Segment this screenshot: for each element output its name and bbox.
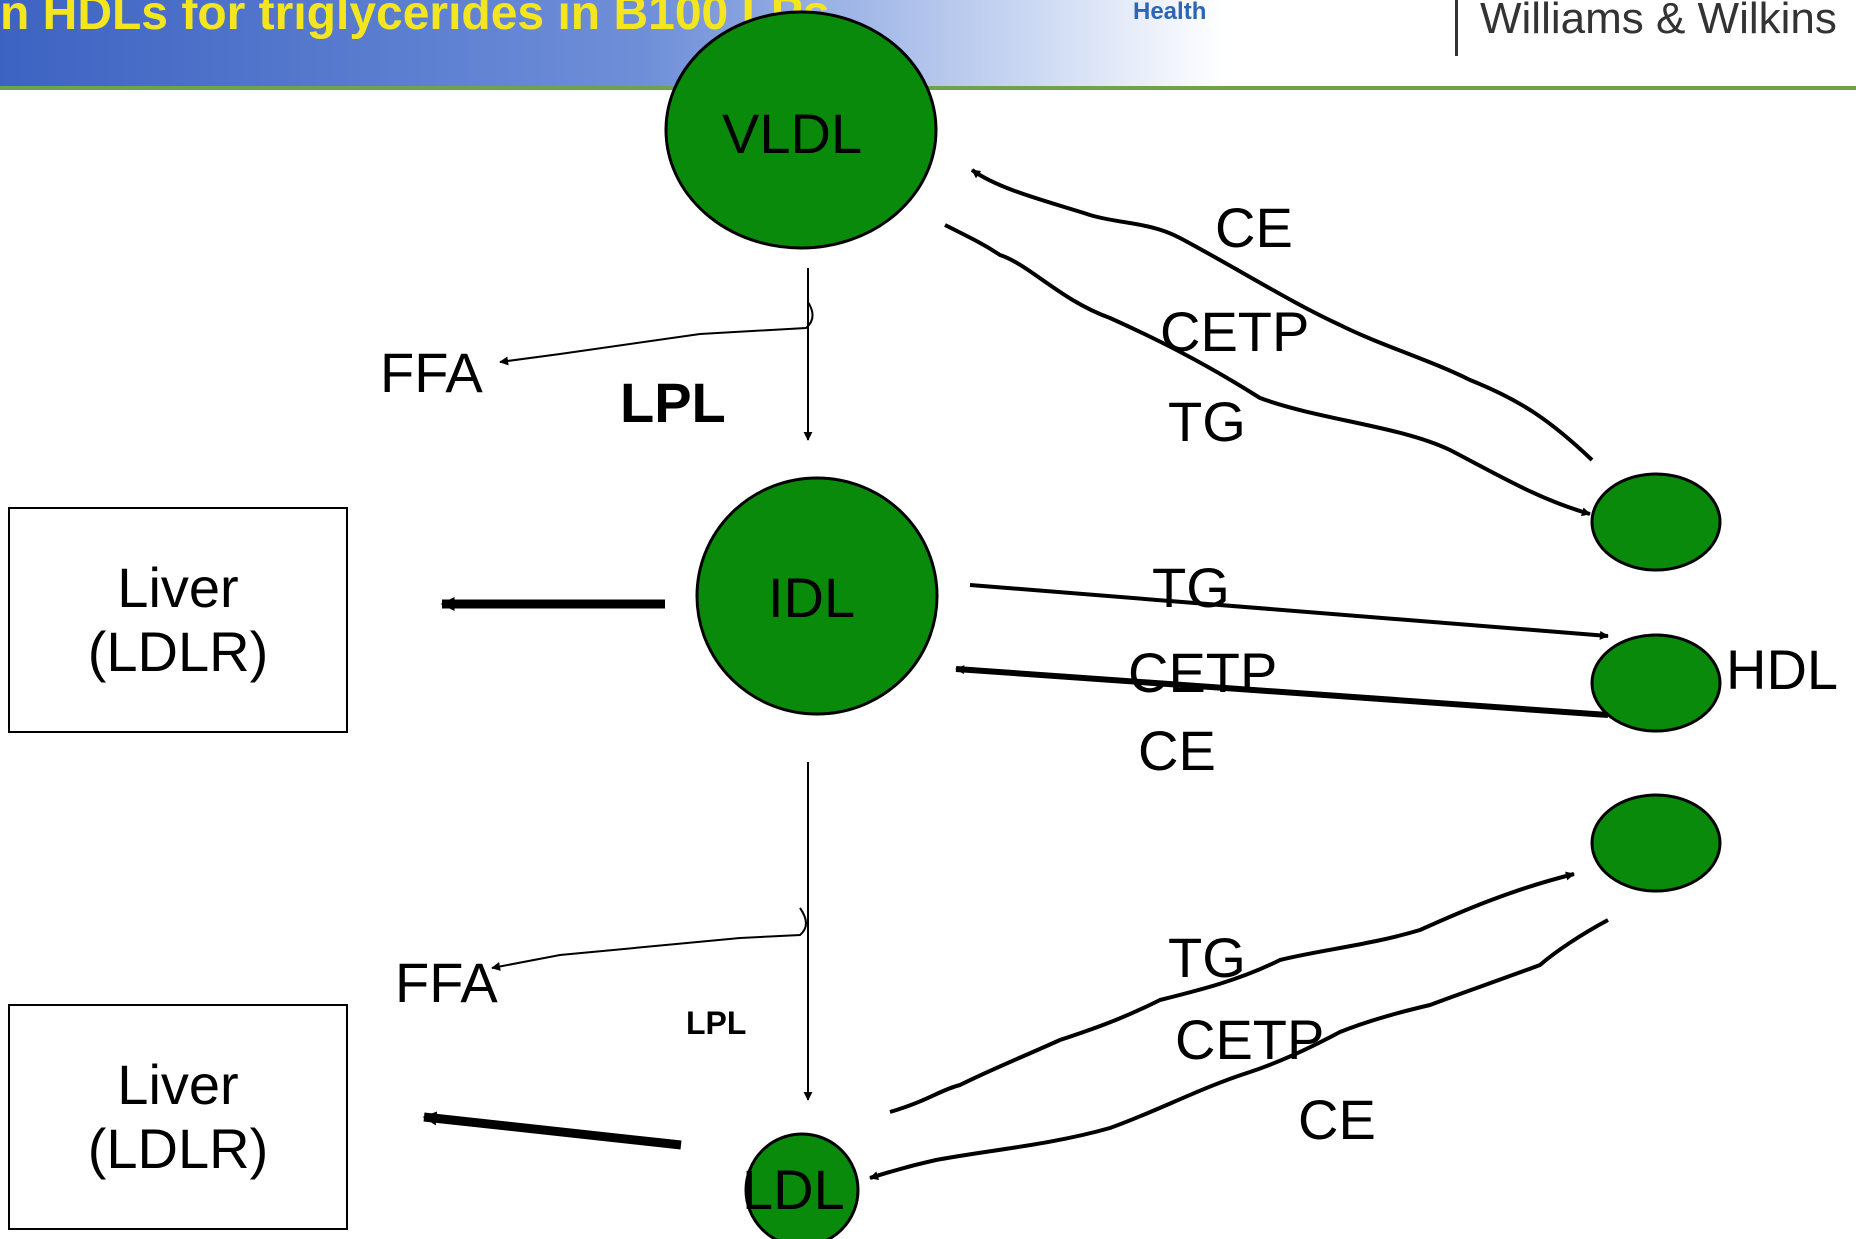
- hdl-particle-top: [1590, 472, 1722, 572]
- ldl-tg-arrow: [889, 871, 1575, 1114]
- publisher-divider: [1455, 0, 1458, 56]
- ldl-receptor-label: (LDLR): [87, 620, 269, 683]
- liver-box-top: Liver (LDLR): [8, 507, 348, 733]
- ldl-receptor-label: (LDLR): [87, 1117, 269, 1180]
- vldl-exchange-cetp: CETP: [1160, 300, 1310, 363]
- hdl-particle-bottom: [1590, 793, 1722, 893]
- slide-title: n HDLs for triglycerides in B100 LPs: [0, 0, 830, 40]
- vldl-label: VLDL: [722, 102, 863, 165]
- ldl-particle: [744, 1132, 860, 1239]
- vldl-tg-arrow: [944, 223, 1591, 517]
- lpl-label-top: LPL: [620, 371, 726, 434]
- slide-header: n HDLs for triglycerides in B100 LPs Hea…: [0, 0, 1856, 88]
- ldl-ce-arrow: [869, 918, 1609, 1180]
- lpl-label-bottom: LPL: [686, 1005, 747, 1041]
- ldl-to-liver-arrow: [422, 1111, 682, 1150]
- ffa-label-bottom: FFA: [395, 951, 498, 1014]
- ldl-exchange-cetp: CETP: [1175, 1008, 1325, 1071]
- liver-box-bottom: Liver (LDLR): [8, 1004, 348, 1230]
- idl-exchange-ce: CE: [1138, 719, 1216, 782]
- idl-label: IDL: [768, 566, 856, 629]
- idl-particle: [695, 476, 939, 716]
- ldl-exchange-tg: TG: [1168, 926, 1246, 989]
- ffa-label-top: FFA: [380, 341, 483, 404]
- ldl-label: LDL: [742, 1158, 845, 1221]
- vldl-ce-arrow: [970, 168, 1594, 462]
- idl-exchange-tg: TG: [1152, 556, 1230, 619]
- hdl-particle-middle: [1590, 633, 1722, 733]
- ffa-release-arrow-top: [499, 301, 814, 366]
- ffa-release-arrow-bottom: [491, 907, 807, 971]
- vldl-particle: [664, 10, 938, 250]
- publisher-logo-text: Williams & Wilkins: [1480, 0, 1837, 43]
- vldl-exchange-tg: TG: [1168, 390, 1246, 453]
- ldl-exchange-ce: CE: [1298, 1088, 1376, 1151]
- idl-exchange-cetp: CETP: [1128, 641, 1278, 704]
- vldl-exchange-ce: CE: [1215, 196, 1293, 259]
- liver-label: Liver: [117, 1052, 239, 1116]
- health-logo-text: Health: [1133, 0, 1207, 25]
- idl-ce-arrow: [955, 665, 1609, 718]
- hdl-label: HDL: [1726, 638, 1839, 701]
- idl-tg-arrow: [969, 583, 1609, 640]
- liver-label: Liver: [117, 555, 239, 619]
